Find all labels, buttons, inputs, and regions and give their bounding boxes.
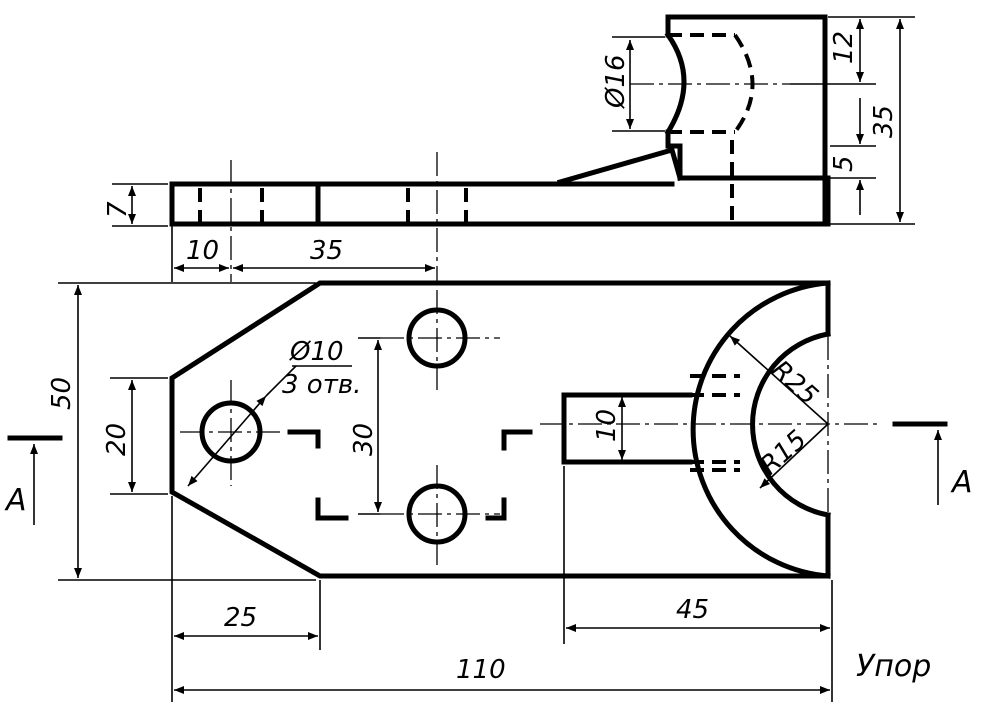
- dim-20-text: 20: [102, 423, 132, 456]
- plan-outline: [169, 280, 831, 579]
- section-mark-left: A: [4, 483, 27, 518]
- radius-r25-line: [729, 335, 829, 425]
- dim-d16-text: Ø16: [601, 54, 631, 109]
- hidden-rib-corner-2: [501, 429, 533, 451]
- dim-10-text: 10: [186, 236, 219, 266]
- hole-diameter-leader: [187, 395, 267, 487]
- radius-r15-line: [759, 423, 829, 489]
- slot-outline: [561, 392, 693, 465]
- outer-arc-r25: [690, 280, 831, 579]
- upright-block-outline: [665, 14, 828, 227]
- plan-view: Ø10 3 отв. 50 20 30 10 R25 R15 25: [4, 280, 973, 702]
- dim-35-right-text: 35: [869, 105, 899, 138]
- dim-110-text: 110: [456, 655, 506, 685]
- dim-50-text: 50: [47, 377, 77, 410]
- dim-35-text: 35: [310, 236, 343, 266]
- hidden-rib-corner-4: [485, 497, 507, 521]
- circular-cut-front: [664, 31, 687, 136]
- part-title: Упор: [856, 649, 931, 684]
- dim-30-text: 30: [349, 423, 379, 456]
- hidden-rib-corner-1: [287, 429, 321, 449]
- dim-45-text: 45: [676, 595, 709, 625]
- dim-25-text: 25: [224, 603, 257, 633]
- dim-7-text: 7: [103, 201, 133, 218]
- upright-inner-outline: [665, 129, 831, 181]
- front-view: 10 35 7 Ø16 12 5 35: [103, 14, 915, 282]
- hole-leader-ext: [265, 365, 297, 397]
- base-plate-outline: [169, 175, 831, 227]
- rib-outline: [556, 146, 684, 186]
- dim-hole-diameter-text: Ø10: [289, 337, 344, 367]
- holes-count-text: 3 отв.: [282, 370, 361, 400]
- hidden-rib-corner-3: [315, 497, 349, 521]
- dim-slot-10-text: 10: [592, 409, 622, 442]
- dim-12-text: 12: [829, 31, 859, 64]
- dim-5-text: 5: [829, 155, 859, 172]
- section-mark-right: A: [950, 465, 973, 500]
